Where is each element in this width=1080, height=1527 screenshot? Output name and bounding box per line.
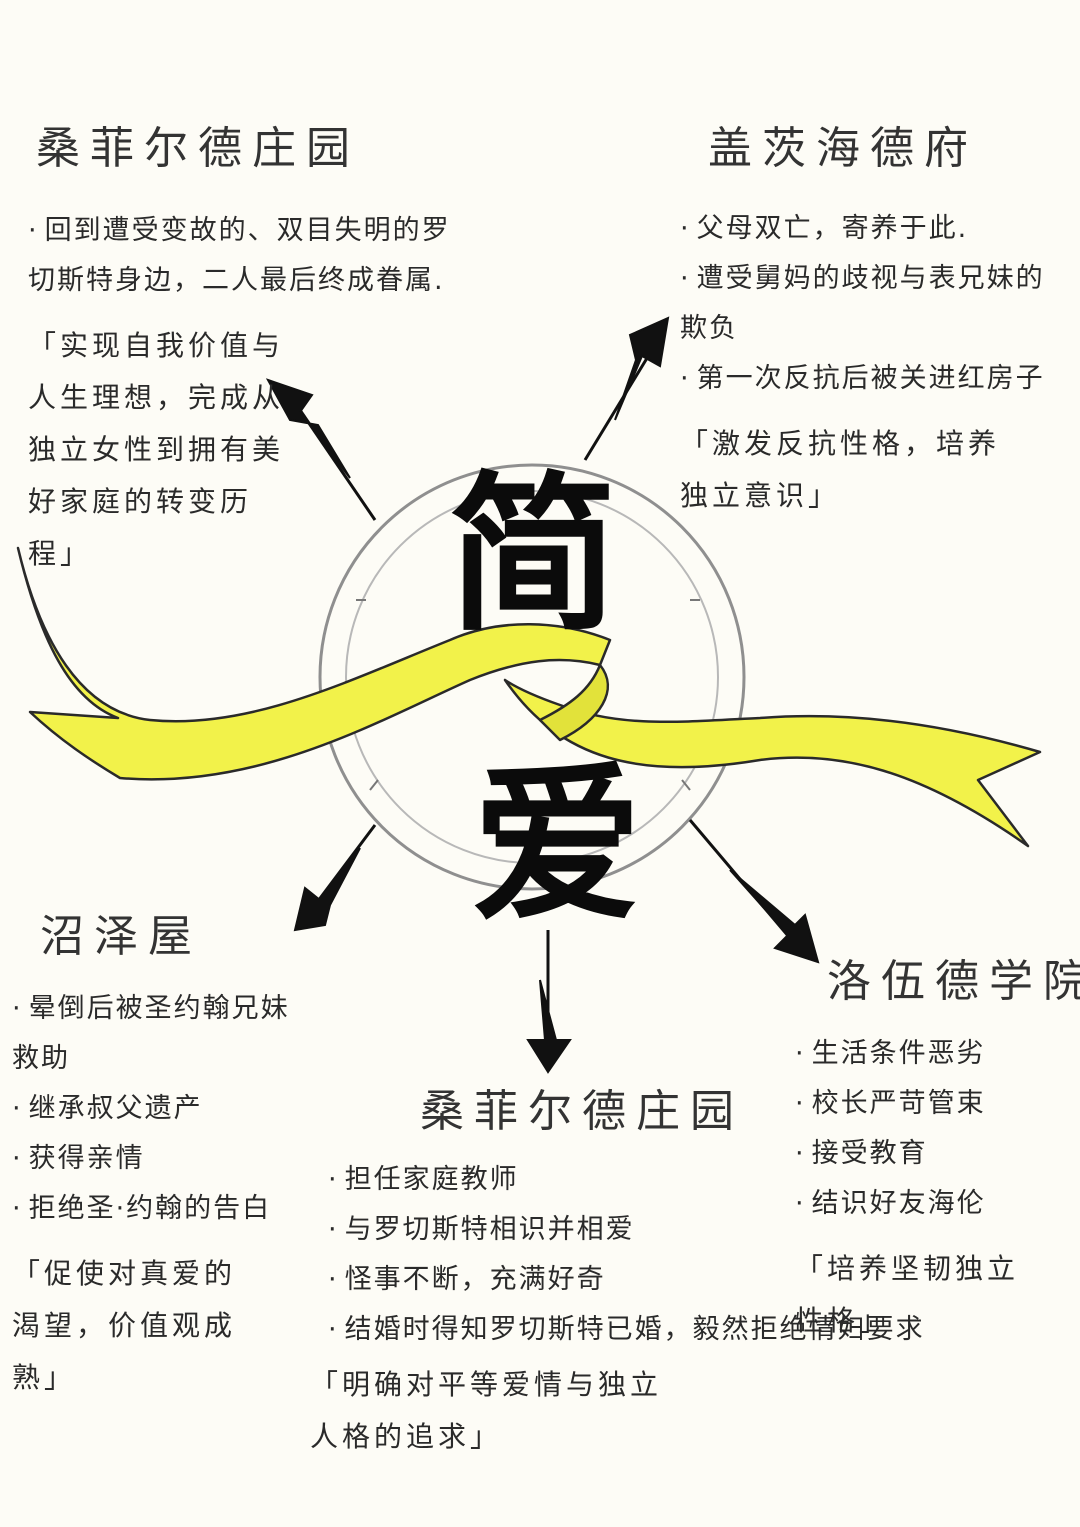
- section-summary: 促使对真爱的渴望，价值观成熟: [12, 1248, 267, 1404]
- list-item: 担任家庭教师: [328, 1155, 1000, 1205]
- section-title: 沼泽屋: [40, 911, 202, 962]
- list-item: 与罗切斯特相识并相爱: [328, 1205, 1000, 1255]
- list-item: 生活条件恶劣: [795, 1029, 1075, 1079]
- list-item: 拒绝圣·约翰的告白: [12, 1184, 292, 1234]
- list-item: 继承叔父遗产: [12, 1084, 292, 1134]
- list-item: 结婚时得知罗切斯特已婚，毅然拒绝情妇要求: [328, 1305, 1000, 1355]
- section-summary: 实现自我价值与人生理想，完成从独立女性到拥有美好家庭的转变历程: [28, 320, 298, 580]
- section-top-right: 盖茨海德府 父母双亡，寄养于此. 遭受舅妈的歧视与表兄妹的欺负 第一次反抗后被关…: [680, 112, 1072, 522]
- list-item: 晕倒后被圣约翰兄妹救助: [12, 984, 292, 1084]
- list-item: 回到遭受变故的、双目失明的罗切斯特身边，二人最后终成眷属.: [28, 206, 478, 306]
- section-summary: 激发反抗性格，培养独立意识: [680, 418, 1025, 522]
- section-title: 盖茨海德府: [708, 123, 978, 174]
- section-top-left: 桑菲尔德庄园 回到遭受变故的、双目失明的罗切斯特身边，二人最后终成眷属. 实现自…: [28, 112, 478, 580]
- list-item: 父母双亡，寄养于此.: [680, 204, 1072, 254]
- list-item: 校长严苛管束: [795, 1079, 1075, 1129]
- clock-circle: [318, 463, 746, 891]
- section-bottom-left: 沼泽屋 晕倒后被圣约翰兄妹救助 继承叔父遗产 获得亲情 拒绝圣·约翰的告白 促使…: [12, 900, 292, 1404]
- list-item: 第一次反抗后被关进红房子: [680, 354, 1072, 404]
- list-item: 获得亲情: [12, 1134, 292, 1184]
- section-title: 桑菲尔德庄园: [420, 1086, 744, 1137]
- title-char-ai: 爱: [472, 745, 643, 945]
- ribbon-banner: [16, 546, 1042, 848]
- title-char-jian: 简: [448, 455, 619, 655]
- section-summary: 明确对平等爱情与独立人格的追求: [310, 1359, 670, 1463]
- section-bottom-center: 桑菲尔德庄园 担任家庭教师 与罗切斯特相识并相爱 怪事不断，充满好奇 结婚时得知…: [310, 1075, 1000, 1463]
- section-title: 桑菲尔德庄园: [36, 123, 360, 174]
- list-item: 遭受舅妈的歧视与表兄妹的欺负: [680, 254, 1072, 354]
- section-title: 洛伍德学院: [827, 956, 1080, 1007]
- list-item: 怪事不断，充满好奇: [328, 1255, 1000, 1305]
